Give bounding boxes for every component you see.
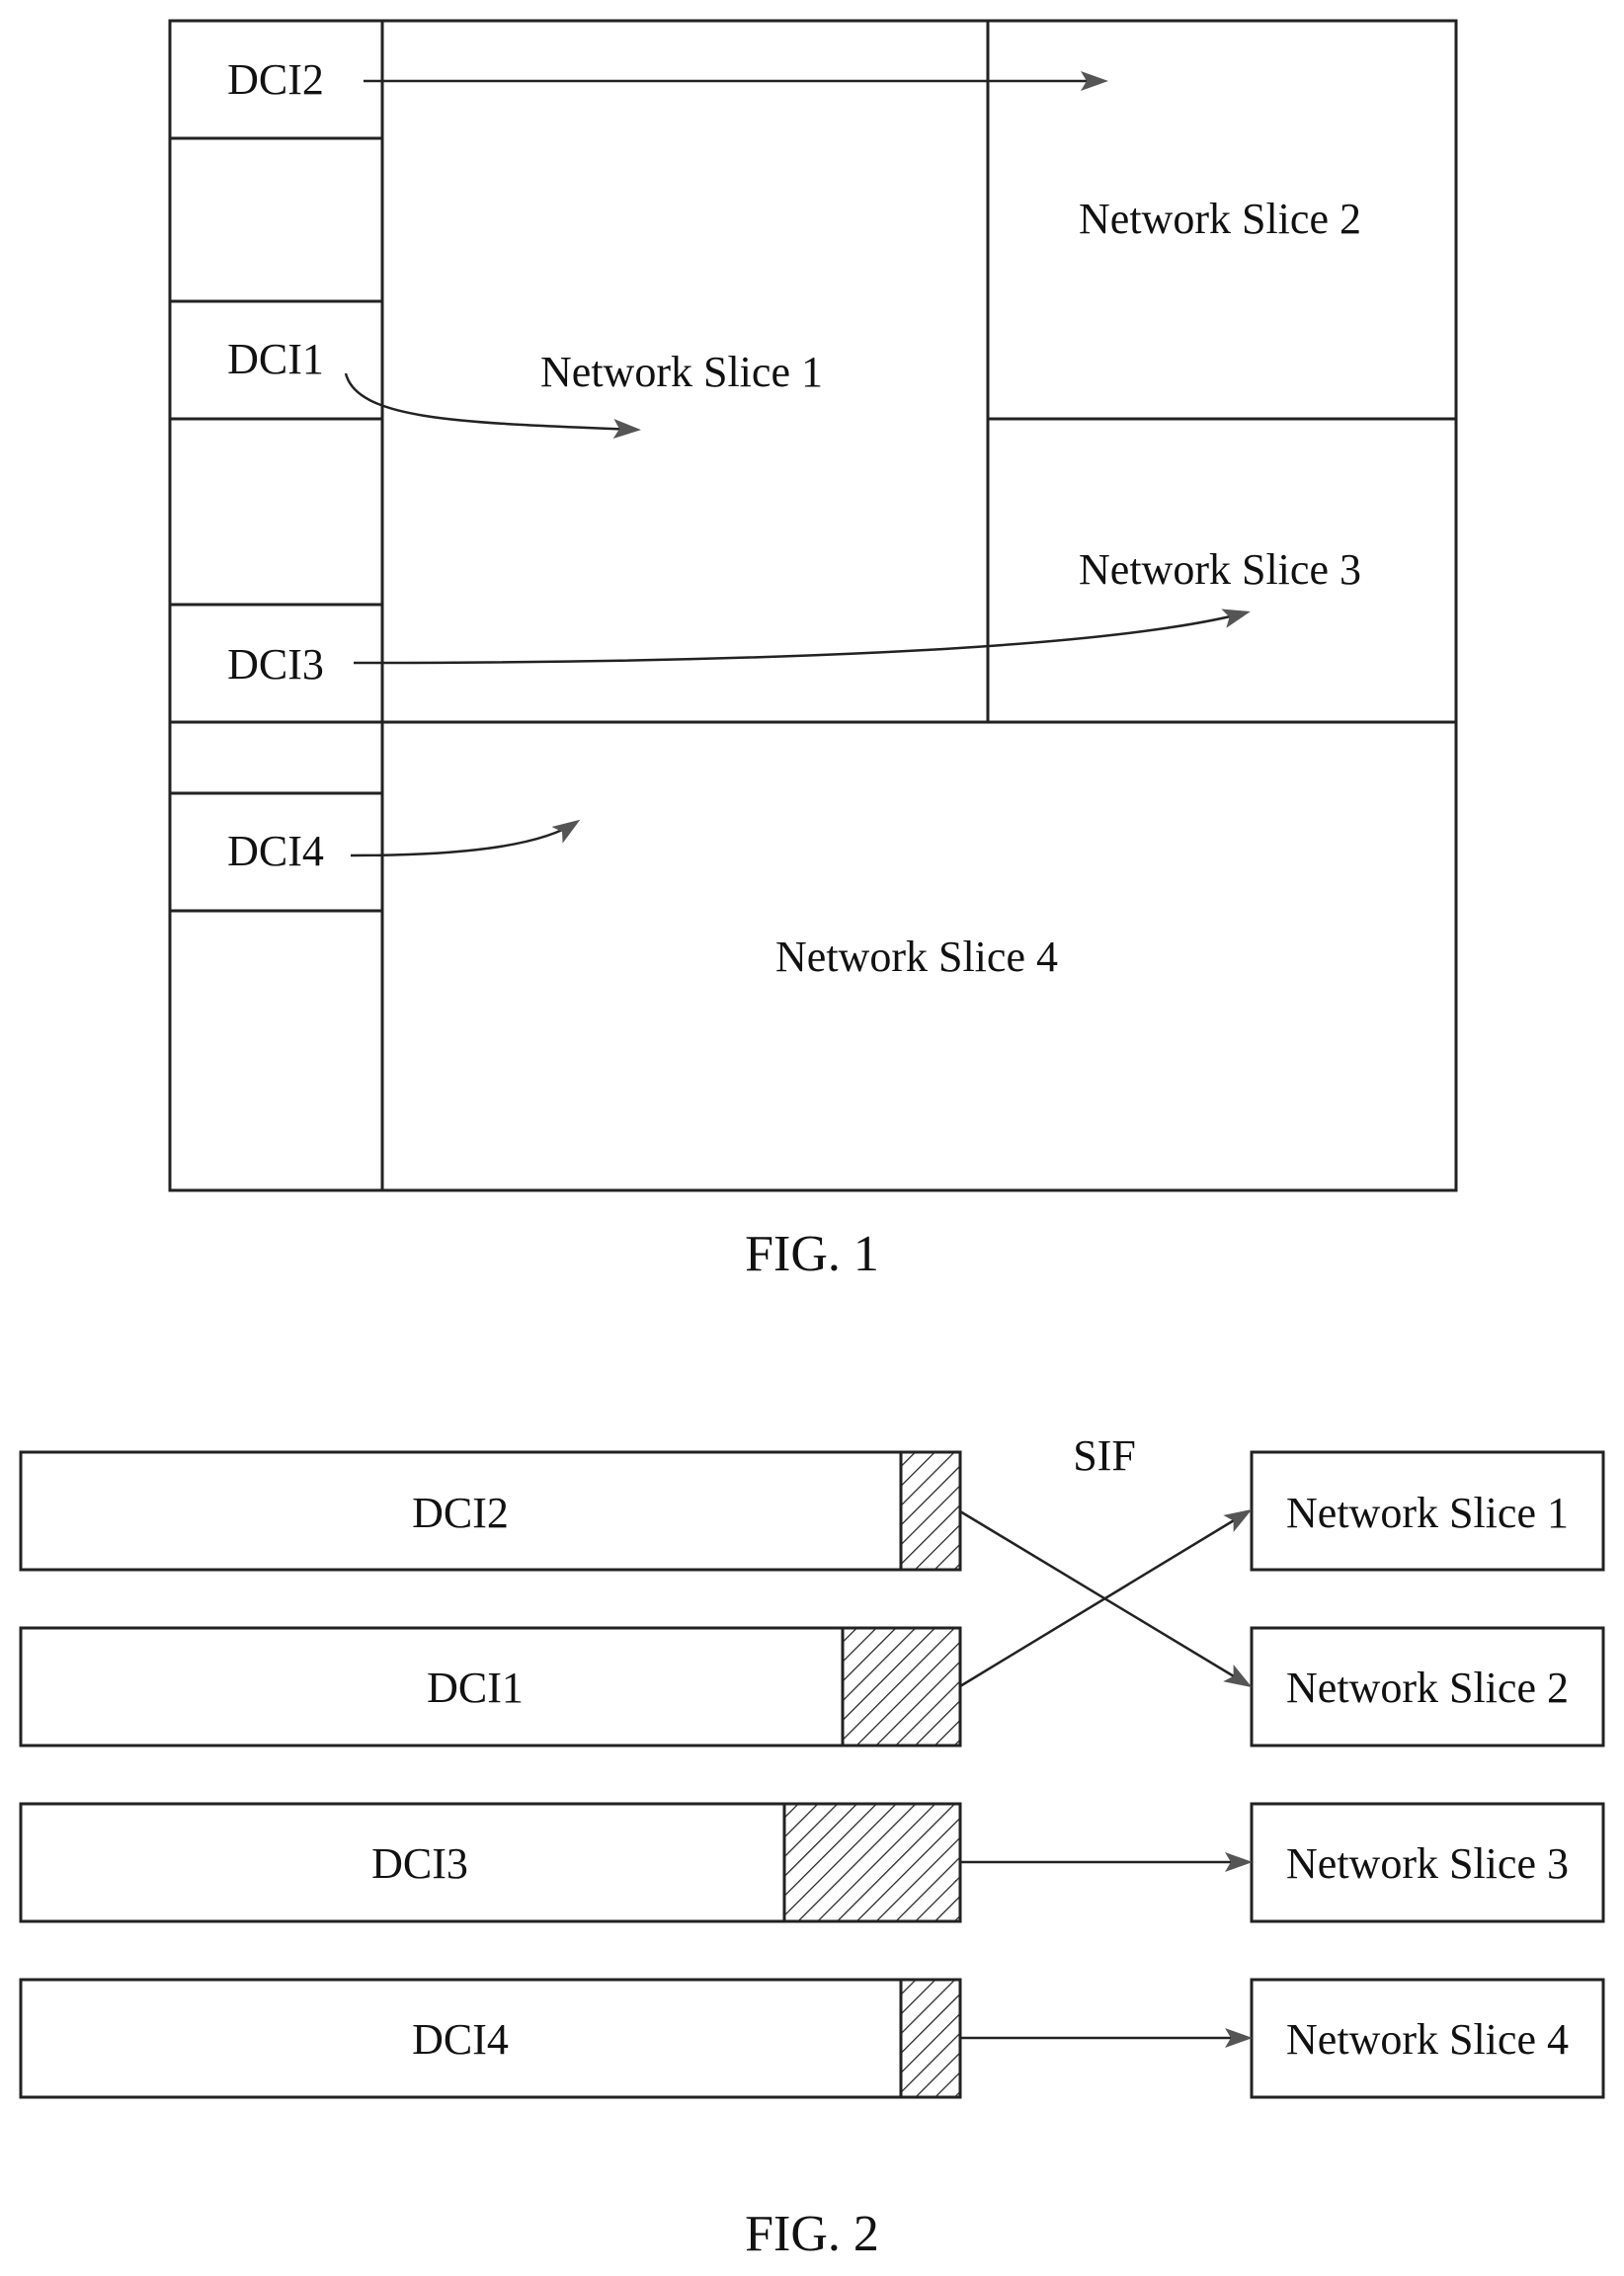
fig1-caption: FIG. 1 (745, 1226, 879, 1282)
fig1-dci3-label: DCI3 (227, 640, 324, 689)
fig2-sif-mapping: SIF DCI2 DCI1 DCI3 DCI4 Network Slice 1 … (21, 1431, 1603, 2262)
fig2-sif-field (784, 1804, 960, 1921)
fig2-sif-label: SIF (1073, 1431, 1136, 1480)
fig1-resource-grid: DCI2 DCI1 DCI3 DCI4 Network Slice 1 Netw… (170, 21, 1456, 1282)
fig1-arrow-dci4-to-slice4 (351, 822, 577, 855)
fig2-sif-field (901, 1980, 960, 2097)
fig1-dci2-label: DCI2 (227, 55, 324, 104)
fig2-sif-field (843, 1628, 960, 1746)
fig2-slice-label: Network Slice 1 (1286, 1489, 1569, 1537)
fig2-dci-label: DCI1 (427, 1664, 524, 1712)
fig2-dci-label: DCI3 (371, 1839, 468, 1888)
fig1-dci1-label: DCI1 (227, 335, 324, 383)
fig1-slice4-label: Network Slice 4 (775, 933, 1058, 981)
fig2-sif-field (901, 1452, 960, 1570)
fig2-slice-label: Network Slice 4 (1286, 2015, 1569, 2064)
fig1-slice1-label: Network Slice 1 (540, 348, 823, 396)
fig1-slice2-label: Network Slice 2 (1079, 195, 1361, 243)
fig2-caption: FIG. 2 (745, 2206, 879, 2262)
fig1-dci4-label: DCI4 (227, 827, 324, 875)
fig2-slice-label: Network Slice 3 (1286, 1839, 1569, 1888)
fig2-slice-label: Network Slice 2 (1286, 1664, 1569, 1712)
fig1-slice3-label: Network Slice 3 (1079, 545, 1361, 594)
fig2-dci-label: DCI2 (412, 1489, 509, 1537)
fig2-dci-label: DCI4 (412, 2015, 509, 2064)
fig1-arrow-dci3-to-slice3 (354, 612, 1247, 663)
